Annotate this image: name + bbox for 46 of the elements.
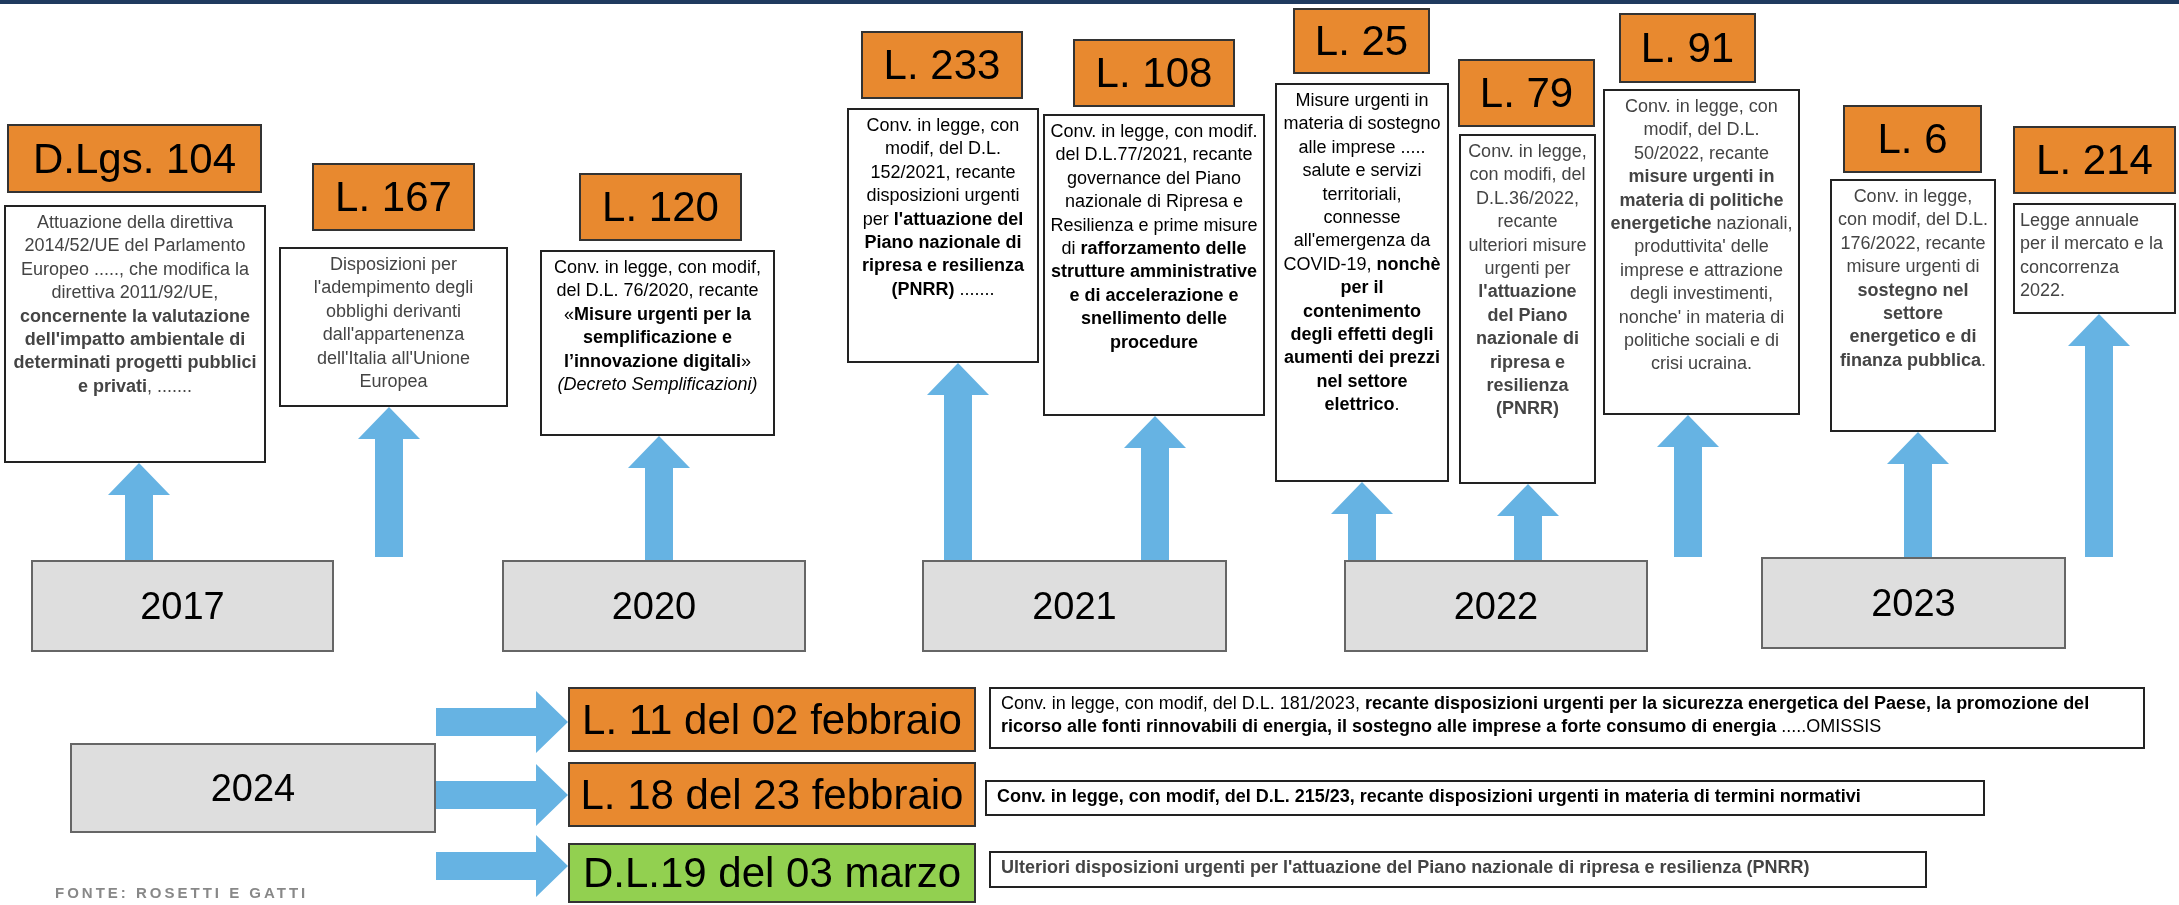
arrow [1331, 482, 1393, 560]
law-label-box: L. 167 [312, 163, 475, 231]
description-box: Disposizioni per l'adempimento degli obblighi derivanti dall'appartenenza dell'Italia all'Unione Europea [279, 247, 508, 407]
description-box: Conv. in legge, con modif, del D.L. 215/23, recante disposizioni urgenti in materia di termini normativi [985, 780, 1985, 816]
arrow [1887, 432, 1949, 557]
description-box: Conv. in legge, con modif, del D.L. 181/2023, recante disposizioni urgenti per la sicurezza energetica del Paese, la promozione del ricorso alle fonti rinnovabili di energia, il sostegno alle imprese a forte consumo di energia .....OMISSIS [989, 687, 2145, 749]
arrow [628, 436, 690, 560]
description-box: Conv. in legge, con modif. del D.L.77/2021, recante governance del Piano nazionale di Ripresa e Resilienza e prime misure di rafforzamento delle strutture amministrative e di accelerazione e snellimento delle procedure [1043, 114, 1265, 416]
arrow [1124, 416, 1186, 560]
description-box: Misure urgenti in materia di sostegno alle imprese ..... salute e servizi territoriali, connesse all'emergenza da COVID-19, nonchè per il contenimento degli effetti degli aumenti dei prezzi nel settore elettrico. [1275, 83, 1449, 482]
year-box: 2022 [1344, 560, 1648, 652]
arrow [1657, 415, 1719, 557]
law-label-box: L. 79 [1458, 59, 1595, 127]
year-box: 2024 [70, 743, 436, 833]
year-box: 2023 [1761, 557, 2066, 649]
description-box: Attuazione della direttiva 2014/52/UE del Parlamento Europeo ....., che modifica la direttiva 2011/92/UE, concernente la valutazione dell'impatto ambientale di determinati progetti pubblici e privati, ....... [4, 205, 266, 463]
arrow [2068, 314, 2130, 557]
description-box: Conv. in legge, con modifi, del D.L.36/2022, recante ulteriori misure urgenti per l'attuazione del Piano nazionale di ripresa e resilienza (PNRR) [1459, 134, 1596, 484]
description-box: Legge annuale per il mercato e la concorrenza 2022. [2013, 203, 2176, 314]
law-label-box: L. 233 [861, 31, 1023, 99]
law-label-box: D.Lgs. 104 [7, 124, 262, 193]
arrow [436, 835, 568, 897]
arrow [436, 691, 568, 753]
law-label-box: L. 25 [1293, 8, 1430, 74]
arrow [358, 407, 420, 557]
law-label-box: L. 214 [2013, 126, 2176, 194]
arrow [436, 764, 568, 826]
arrow [927, 363, 989, 560]
description-box: Ulteriori disposizioni urgenti per l'attuazione del Piano nazionale di ripresa e resilienza (PNRR) [989, 851, 1927, 888]
law-label-box: L. 6 [1843, 105, 1982, 173]
law-label-box: L. 120 [579, 173, 742, 241]
year-box: 2017 [31, 560, 334, 652]
description-box: Conv. in legge, con modif, del D.L. 50/2022, recante misure urgenti in materia di politiche energetiche nazionali, produttivita' delle imprese e attrazione degli investimenti, nonche' in materia di politiche sociali e di crisi ucraina. [1603, 89, 1800, 415]
law-label-box: L. 91 [1619, 13, 1756, 83]
year-box: 2020 [502, 560, 806, 652]
arrow [108, 463, 170, 560]
law-label-box: L. 18 del 23 febbraio [568, 762, 976, 827]
description-box: Conv. in legge, con modif, del D.L. 76/2020, recante «Misure urgenti per la semplificazione e l’innovazione digitali» (Decreto Semplificazioni) [540, 250, 775, 436]
description-box: Conv. in legge, con modif, del D.L. 176/2022, recante misure urgenti di sostegno nel settore energetico e di finanza pubblica. [1830, 179, 1996, 432]
decree-label-box: D.L.19 del 03 marzo [568, 843, 976, 903]
description-box: Conv. in legge, con modif, del D.L. 152/2021, recante disposizioni urgenti per l'attuazione del Piano nazionale di ripresa e resilienza (PNRR) ....... [847, 108, 1039, 363]
law-label-box: L. 108 [1073, 39, 1235, 107]
year-box: 2021 [922, 560, 1227, 652]
arrow [1497, 484, 1559, 560]
source-note: FONTE: ROSETTI E GATTI [55, 884, 309, 901]
law-label-box: L. 11 del 02 febbraio [568, 687, 976, 752]
